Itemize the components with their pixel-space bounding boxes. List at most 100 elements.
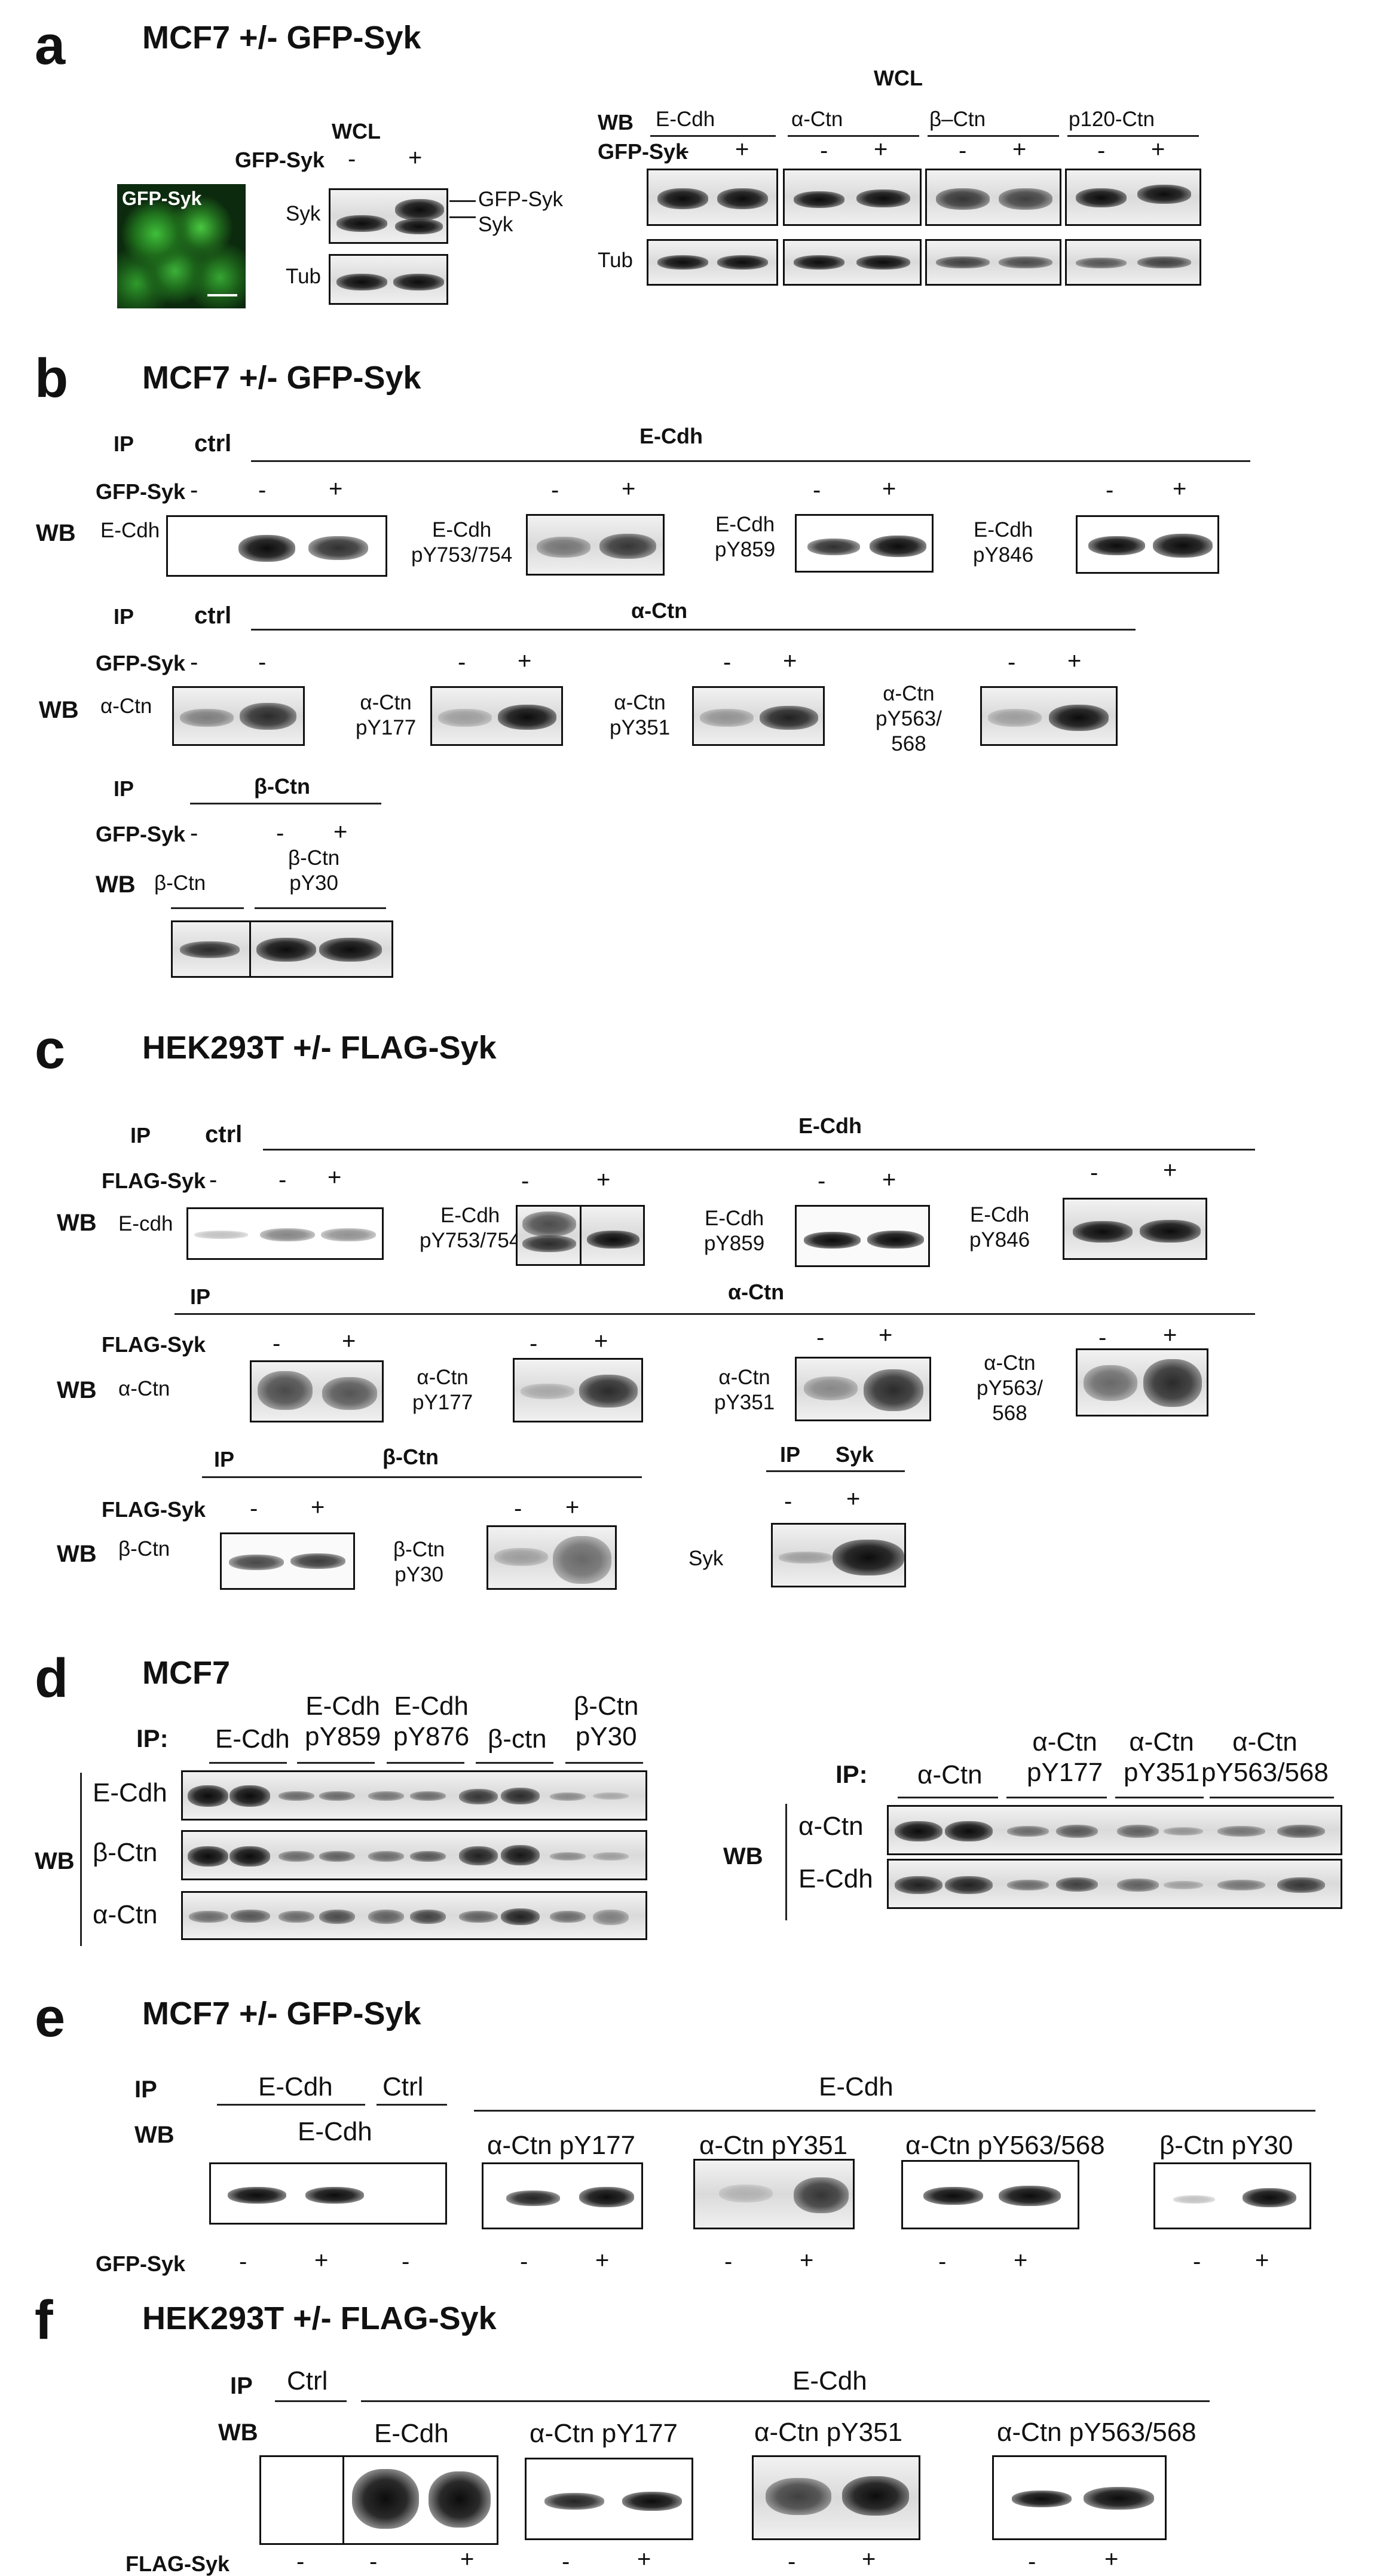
target-label: α-Ctn pY351: [714, 1366, 775, 1414]
ip-label: IP: [780, 1442, 801, 1467]
lane-sign: -: [348, 146, 356, 172]
lane-sign: -: [1090, 1159, 1098, 1186]
lane-sign: -: [190, 477, 198, 503]
blot-actn-py177: [430, 686, 563, 746]
syk-band-label: Syk: [478, 213, 513, 236]
blot-f-actn-py177: [525, 2458, 693, 2540]
blot-ecdh-py859: [795, 1205, 930, 1267]
blot-actn-py177: [513, 1358, 643, 1422]
lane-sign: -: [190, 820, 198, 846]
lane-sign: -: [1193, 2248, 1201, 2275]
lane-sign: +: [594, 1328, 608, 1354]
target-label: β-Ctn pY30: [1159, 2131, 1293, 2160]
lane-sign: +: [1012, 136, 1027, 163]
ip-target-label: α-Ctn pY351: [1124, 1727, 1200, 1787]
lane-sign: +: [637, 2546, 651, 2572]
target-label: β-Ctn pY30: [288, 846, 340, 895]
wb-label: WB: [134, 2122, 175, 2148]
blot-ecdh-py859: [795, 514, 934, 573]
blot-bctn-py30: [486, 1525, 617, 1590]
blot-tub: [1065, 239, 1201, 286]
ip-label: IP: [114, 604, 134, 629]
blot-actn-ip: [250, 1360, 384, 1422]
lane-sign: +: [1067, 648, 1082, 674]
ip-ecdh-label: E-Cdh: [258, 2072, 333, 2101]
panel-d-title: MCF7: [142, 1655, 230, 1691]
arrow-line: [449, 216, 476, 218]
row-label: β-Ctn: [93, 1838, 158, 1867]
blot-p120-wcl: [1065, 169, 1201, 226]
lane-sign: +: [333, 819, 348, 845]
blot-actn-py351: [795, 1357, 931, 1421]
lane-sign: +: [460, 2546, 475, 2572]
lane-sign: +: [862, 2546, 876, 2572]
lane-sign: -: [402, 2248, 410, 2275]
target-label: E-Cdh pY846: [973, 518, 1034, 567]
blot-e-bctn-py30: [1153, 2162, 1311, 2229]
lane-sign: +: [565, 1494, 580, 1520]
lane-sign: +: [596, 1167, 611, 1193]
target-label: α-Ctn: [100, 695, 152, 718]
lane-sign: +: [879, 1322, 893, 1348]
target-label: β–Ctn: [929, 108, 986, 131]
gfp-syk-row-label: GFP-Syk: [96, 2251, 186, 2276]
blot-d-ecdh: [181, 1770, 647, 1821]
panel-f-letter: f: [35, 2290, 53, 2351]
lane-sign: -: [296, 2549, 305, 2575]
lane-sign: -: [551, 477, 559, 503]
blot-e-actn-py351: [693, 2159, 855, 2229]
gfp-syk-fluorescence-image: GFP-Syk: [117, 184, 246, 308]
ip-label: IP: [134, 2076, 157, 2103]
lane-sign: -: [813, 477, 821, 503]
blot-d-right-ecdh: [887, 1859, 1342, 1909]
lane-sign: +: [846, 1486, 861, 1512]
lane-sign: +: [342, 1328, 356, 1354]
panel-a-letter: a: [35, 15, 66, 76]
lane-sign: +: [882, 1167, 896, 1193]
flag-syk-row-label: FLAG-Syk: [102, 1332, 206, 1357]
target-label: E-Cdh: [100, 519, 160, 542]
blot-e-actn-py177: [482, 2162, 643, 2229]
lane-sign: +: [1255, 2247, 1269, 2274]
blot-d-bctn: [181, 1830, 647, 1880]
lane-sign: +: [1163, 1322, 1177, 1348]
row-label: E-Cdh: [93, 1778, 167, 1807]
ctrl-label: ctrl: [194, 602, 232, 629]
target-label: α-Ctn: [791, 108, 843, 131]
lane-sign: -: [276, 820, 284, 846]
panel-c-title: HEK293T +/- FLAG-Syk: [142, 1030, 497, 1066]
ip-syk-label: Syk: [836, 1442, 874, 1467]
panel-e-title: MCF7 +/- GFP-Syk: [142, 1996, 421, 2032]
scale-bar: [207, 294, 237, 296]
lane-sign: -: [562, 2549, 570, 2575]
target-label: α-Ctn pY351: [610, 691, 671, 739]
target-label: α-Ctn pY351: [699, 2131, 848, 2160]
ip-label: IP: [114, 776, 134, 801]
ip-target-label: β-Ctn pY30: [574, 1691, 639, 1751]
target-label: E-Cdh: [374, 2419, 449, 2448]
lane-sign: -: [1097, 137, 1106, 164]
wb-label: WB: [57, 1377, 97, 1403]
ip-target-label: β-ctn: [488, 1724, 547, 1754]
blot-ecdh-ip: [166, 515, 387, 577]
wcl-label-right: WCL: [874, 66, 923, 90]
gfp-syk-row-label: GFP-Syk: [96, 651, 186, 675]
lane-sign: -: [258, 477, 267, 503]
row-label: α-Ctn: [798, 1812, 864, 1841]
ip-actn-label: α-Ctn: [728, 1280, 785, 1304]
flag-syk-row-label: FLAG-Syk: [102, 1168, 206, 1193]
target-label: E-cdh: [118, 1212, 173, 1235]
ip-ecdh-label: E-Cdh: [798, 1113, 862, 1138]
lane-sign: +: [1163, 1157, 1177, 1183]
target-label: E-Cdh pY859: [704, 1207, 765, 1255]
lane-sign: -: [820, 137, 828, 164]
lane-sign: -: [239, 2248, 247, 2275]
lane-sign: -: [724, 2248, 733, 2275]
lane-sign: -: [530, 1330, 538, 1357]
target-label: α-Ctn pY563/568: [905, 2131, 1105, 2160]
ip-target-label: α-Ctn: [917, 1760, 983, 1789]
lane-sign: +: [882, 476, 896, 502]
ip-label: IP: [214, 1447, 235, 1471]
target-label: α-Ctn pY563/568: [997, 2418, 1196, 2447]
target-label: α-Ctn pY563/ 568: [876, 682, 942, 755]
